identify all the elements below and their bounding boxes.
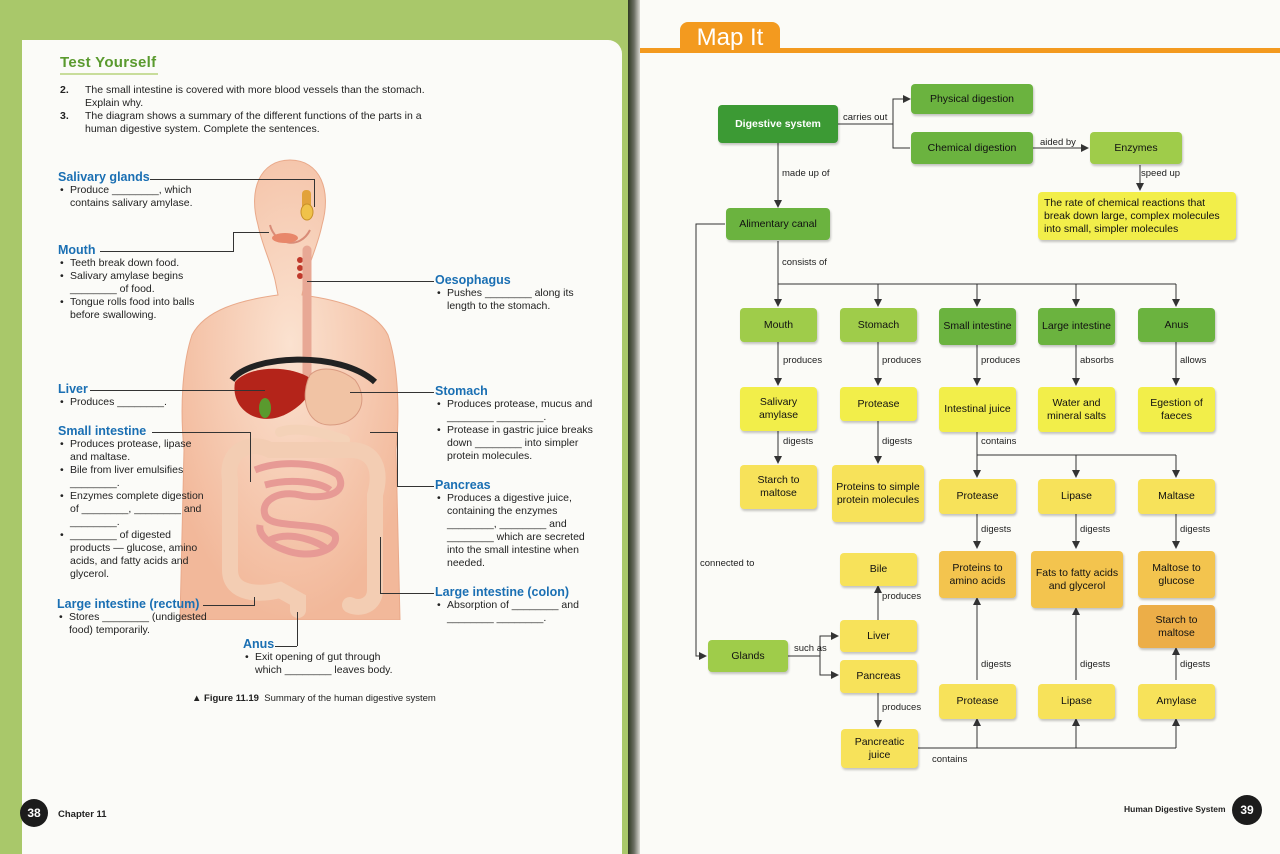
edge-digests: digests xyxy=(1080,659,1111,670)
node-fats-to-fatty-acids: Fats to fatty acids and glycerol xyxy=(1031,551,1123,608)
figure-caption: ▲ Figure 11.19 Summary of the human dige… xyxy=(192,693,436,704)
leader-line xyxy=(314,179,315,207)
leader-line xyxy=(397,486,434,487)
large-intestine-colon-label: Large intestine (colon) Absorption of __… xyxy=(435,585,600,625)
leader-line xyxy=(233,232,234,251)
edge-digests: digests xyxy=(981,659,1012,670)
leader-line xyxy=(100,251,234,252)
node-protease-stomach: Protease xyxy=(840,387,917,421)
liver-label: Liver Produces ________. xyxy=(58,382,208,409)
node-egestion-of-faeces: Egestion of faeces xyxy=(1138,387,1215,432)
question-3: 3. The diagram shows a summary of the di… xyxy=(60,110,422,135)
node-digestive-system: Digestive system xyxy=(718,105,838,143)
edge-digests: digests xyxy=(783,436,814,447)
edge-connected-to: connected to xyxy=(700,558,755,569)
pancreas-label: Pancreas Produces a digestive juice, con… xyxy=(435,478,595,570)
question-2: 2. The small intestine is covered with m… xyxy=(60,84,425,109)
node-water-mineral-salts: Water and mineral salts xyxy=(1038,387,1115,432)
edge-produces: produces xyxy=(882,702,922,713)
leader-line xyxy=(307,281,434,282)
leader-line xyxy=(90,390,265,391)
edge-aided-by: aided by xyxy=(1040,137,1076,148)
node-chemical-digestion: Chemical digestion xyxy=(911,132,1033,164)
digestive-system-illustration xyxy=(179,159,401,620)
node-rate-definition: The rate of chemical reactions that brea… xyxy=(1038,192,1236,240)
edge-digests: digests xyxy=(882,436,913,447)
leader-line xyxy=(275,646,297,647)
edge-produces: produces xyxy=(882,355,922,366)
node-small-intestine: Small intestine xyxy=(939,308,1016,345)
edge-such-as: such as xyxy=(794,643,827,654)
node-lipase-pj: Lipase xyxy=(1038,684,1115,719)
node-physical-digestion: Physical digestion xyxy=(911,84,1033,114)
node-starch-to-maltose: Starch to maltose xyxy=(740,465,817,509)
node-pancreatic-juice: Pancreatic juice xyxy=(841,729,918,768)
leader-line xyxy=(150,179,315,180)
node-glands: Glands xyxy=(708,640,788,672)
node-bile: Bile xyxy=(840,553,917,586)
edge-speed-up: speed up xyxy=(1141,168,1181,179)
leader-line xyxy=(370,432,397,433)
leader-line xyxy=(250,432,251,482)
salivary-glands-label: Salivary glands Produce ________, which … xyxy=(58,170,233,210)
node-stomach: Stomach xyxy=(840,308,917,342)
node-protease-pj: Protease xyxy=(939,684,1016,719)
node-starch-to-maltose-2: Starch to maltose xyxy=(1138,605,1215,648)
node-proteins-to-amino: Proteins to amino acids xyxy=(939,551,1016,598)
edge-consists-of: consists of xyxy=(782,257,827,268)
edge-allows: allows xyxy=(1180,355,1207,366)
node-pancreas: Pancreas xyxy=(840,660,917,693)
leader-line xyxy=(203,605,255,606)
edge-digests: digests xyxy=(1180,524,1211,535)
chapter-label: Chapter 11 xyxy=(58,809,107,820)
leader-line xyxy=(350,392,434,393)
header-rule xyxy=(640,48,1280,53)
edge-digests: digests xyxy=(1080,524,1111,535)
page-number-left: 38 xyxy=(20,799,48,827)
leader-line xyxy=(380,593,434,594)
edge-produces: produces xyxy=(783,355,823,366)
small-intestine-label: Small intestine Produces protease, lipas… xyxy=(58,424,208,581)
node-maltose-to-glucose: Maltose to glucose xyxy=(1138,551,1215,598)
book-gutter xyxy=(628,0,640,854)
leader-line xyxy=(380,537,381,593)
edge-carries-out: carries out xyxy=(843,112,888,123)
edge-made-up-of: made up of xyxy=(782,168,830,179)
node-liver: Liver xyxy=(840,620,917,652)
node-proteins-to-simple: Proteins to simple protein molecules xyxy=(832,465,924,522)
node-alimentary-canal: Alimentary canal xyxy=(726,208,830,240)
edge-contains: contains xyxy=(981,436,1017,447)
node-enzymes: Enzymes xyxy=(1090,132,1182,164)
leader-line xyxy=(152,432,250,433)
node-lipase-si: Lipase xyxy=(1038,479,1115,514)
node-intestinal-juice: Intestinal juice xyxy=(939,387,1016,432)
edge-produces: produces xyxy=(882,591,922,602)
stomach-label: Stomach Produces protease, mucus and ___… xyxy=(435,384,595,463)
node-amylase: Amylase xyxy=(1138,684,1215,719)
node-protease-si: Protease xyxy=(939,479,1016,514)
node-large-intestine: Large intestine xyxy=(1038,308,1115,345)
node-anus: Anus xyxy=(1138,308,1215,342)
page-number-right: 39 xyxy=(1232,795,1262,825)
edge-absorbs: absorbs xyxy=(1080,355,1114,366)
edge-contains: contains xyxy=(932,754,968,765)
leader-line xyxy=(397,432,398,486)
node-mouth: Mouth xyxy=(740,308,817,342)
section-title: Test Yourself xyxy=(60,54,159,75)
node-maltase: Maltase xyxy=(1138,479,1215,514)
edge-digests: digests xyxy=(981,524,1012,535)
edge-produces: produces xyxy=(981,355,1021,366)
node-salivary-amylase: Salivary amylase xyxy=(740,387,817,431)
oesophagus-label: Oesophagus Pushes ________ along its len… xyxy=(435,273,595,313)
large-intestine-rectum-label: Large intestine (rectum) Stores ________… xyxy=(57,597,232,637)
mouth-label: Mouth Teeth break down food. Salivary am… xyxy=(58,243,203,322)
anus-label: Anus Exit opening of gut through which _… xyxy=(243,637,408,677)
leader-line xyxy=(233,232,269,233)
leader-line xyxy=(297,612,298,646)
running-title: Human Digestive System xyxy=(1124,804,1226,814)
edge-digests: digests xyxy=(1180,659,1211,670)
map-it-header: Map It xyxy=(680,22,780,53)
leader-line xyxy=(254,597,255,606)
